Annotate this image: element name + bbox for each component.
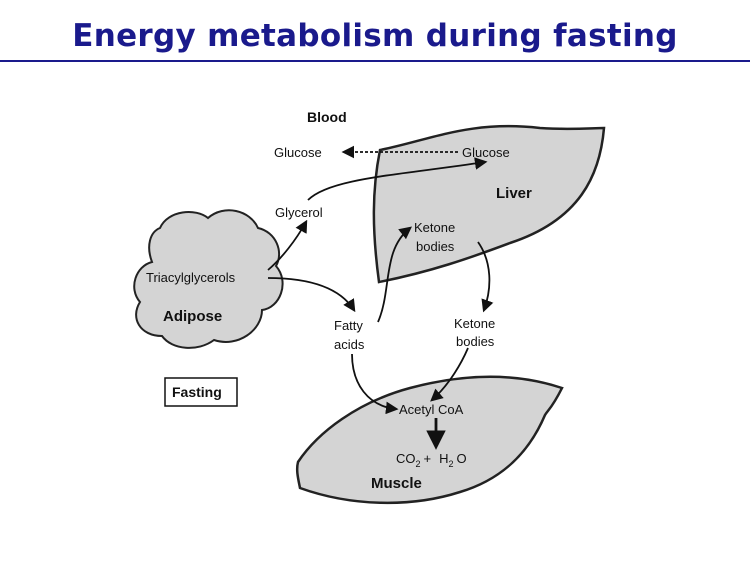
plus-sign: + [424, 451, 432, 466]
glucose-blood-label: Glucose [274, 145, 322, 160]
ketone-blood-label-line1: Ketone [454, 316, 495, 331]
ketone-liver-label-line1: Ketone [414, 220, 455, 235]
triacylglycerols-label: Triacylglycerols [146, 270, 236, 285]
fatty-acids-to-acetyl-coa-arrow [351, 353, 399, 415]
co2-subscript: 2 [416, 459, 421, 469]
h2o-h-text: H [439, 451, 448, 466]
ketone-release-arrow [477, 241, 494, 313]
liver-label: Liver [496, 185, 532, 202]
fatty-acids-label-line2: acids [334, 337, 365, 352]
fasting-label: Fasting [172, 384, 222, 400]
title-underline [0, 60, 750, 62]
muscle-shape [295, 375, 564, 505]
fatty-acids-label-line1: Fatty [334, 318, 363, 333]
slide-title: Energy metabolism during fasting [72, 18, 678, 54]
liver-shape [372, 124, 606, 284]
adipose-shape [133, 209, 284, 349]
acetyl-coa-label: Acetyl CoA [399, 402, 464, 417]
fasting-box [164, 377, 238, 407]
ketone-to-acetyl-coa-arrow [430, 347, 469, 402]
glycerol-to-liver-glucose-arrow [307, 157, 488, 201]
adipose-label: Adipose [163, 308, 222, 325]
muscle-label: Muscle [371, 475, 422, 492]
glycerol-label: Glycerol [275, 205, 323, 220]
ketone-liver-label-line2: bodies [416, 239, 455, 254]
h2o-o-text: O [457, 451, 467, 466]
co2-text: CO [396, 451, 416, 466]
glucose-liver-label: Glucose [462, 145, 510, 160]
ketone-blood-label-line2: bodies [456, 334, 495, 349]
blood-label: Blood [307, 109, 347, 125]
h2o-subscript: 2 [449, 459, 454, 469]
triacylglycerols-to-glycerol-arrow [267, 219, 308, 271]
triacylglycerols-to-fatty-acids-arrow [267, 277, 356, 313]
fatty-acids-to-ketone-arrow [377, 226, 412, 323]
